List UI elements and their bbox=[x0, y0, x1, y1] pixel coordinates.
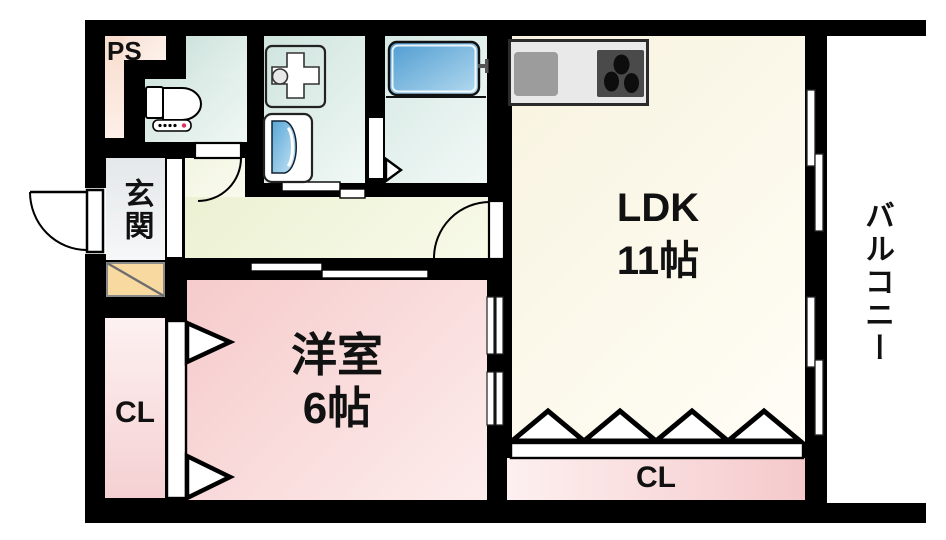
ldk-name: LDK bbox=[616, 186, 700, 230]
bathroom bbox=[385, 36, 487, 183]
pipe-space bbox=[105, 36, 124, 138]
shoe-cabinet-icon bbox=[106, 262, 165, 297]
washroom bbox=[264, 36, 365, 183]
stove-icon bbox=[597, 50, 644, 97]
ps-label: PS bbox=[107, 36, 142, 66]
ldk-label: LDK 11帖 bbox=[533, 182, 783, 288]
ldk-size: 11帖 bbox=[616, 238, 700, 283]
western-size: 6帖 bbox=[302, 384, 372, 434]
closet-left bbox=[105, 318, 165, 498]
closet-left-label: CL bbox=[115, 396, 155, 429]
western-name: 洋室 bbox=[291, 329, 383, 381]
toilet-room bbox=[186, 36, 247, 79]
hallway bbox=[185, 158, 245, 197]
entrance-genkan bbox=[106, 158, 165, 260]
genkan-label: 玄関 bbox=[119, 178, 153, 242]
balcony bbox=[827, 36, 926, 503]
toilet-room bbox=[145, 79, 247, 142]
balcony-label: バルコニー bbox=[860, 199, 893, 365]
kitchen-sink-icon bbox=[514, 52, 558, 96]
western-room-label: 洋室 6帖 bbox=[212, 328, 462, 436]
hallway bbox=[185, 197, 488, 258]
closet-bottom bbox=[507, 458, 805, 500]
room-western bbox=[187, 280, 487, 500]
closet-bottom-label: CL bbox=[636, 461, 676, 494]
